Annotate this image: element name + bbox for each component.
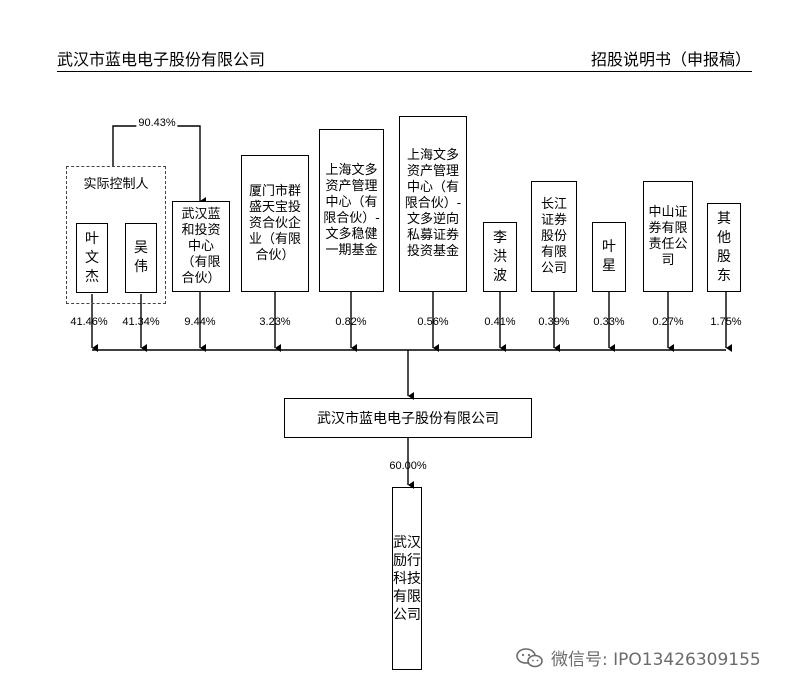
header-left-title: 武汉市蓝电电子股份有限公司	[57, 50, 266, 69]
shareholder-percentage: 0.27%	[652, 316, 684, 328]
controller-group-box	[66, 166, 166, 304]
shareholder-percentage: 0.39%	[538, 316, 570, 328]
shareholder-box: 上海文多资产管理中心（有限合伙）-文多稳健一期基金	[319, 129, 384, 292]
shareholder-box: 李洪波	[483, 222, 517, 292]
shareholder-box: 厦门市群盛天宝投资合伙企业（有限合伙）	[241, 155, 309, 292]
shareholder-percentage: 0.56%	[417, 316, 449, 328]
header-right-title: 招股说明书（申报稿）	[590, 50, 751, 69]
header-rule	[57, 71, 752, 72]
shareholder-box: 上海文多资产管理中心（有限合伙）-文多逆向私募证券投资基金	[399, 116, 467, 292]
watermark-text: 微信号: IPO13426309155	[551, 650, 761, 670]
shareholder-percentage: 41.34%	[122, 316, 160, 328]
shareholder-percentage: 41.46%	[70, 316, 108, 328]
shareholder-box: 吴伟	[125, 223, 157, 293]
shareholder-percentage: 3.23%	[259, 316, 291, 328]
shareholder-percentage: 9.44%	[184, 316, 216, 328]
control-percentage: 90.43%	[136, 117, 178, 129]
watermark: 微信号: IPO13426309155	[515, 645, 761, 670]
shareholder-box: 中山证券有限责任公司	[643, 181, 693, 292]
shareholder-box: 武汉蓝和投资中心（有限合伙）	[172, 201, 230, 292]
subsidiary-box: 武汉励行科技有限公司	[392, 487, 422, 670]
controller-label: 实际控制人	[83, 177, 149, 192]
shareholder-percentage: 0.33%	[593, 316, 625, 328]
shareholder-percentage: 1.75%	[710, 316, 742, 328]
shareholder-box: 其他股东	[707, 203, 741, 292]
company-box: 武汉市蓝电电子股份有限公司	[284, 398, 532, 438]
shareholder-box: 叶星	[592, 222, 626, 292]
shareholder-box: 长江证券股份有限公司	[531, 181, 577, 292]
wechat-icon	[516, 647, 543, 667]
subsidiary-percentage: 60.00%	[389, 460, 427, 472]
shareholder-percentage: 0.41%	[484, 316, 516, 328]
shareholder-percentage: 0.82%	[335, 316, 367, 328]
shareholder-box: 叶文杰	[76, 223, 108, 293]
